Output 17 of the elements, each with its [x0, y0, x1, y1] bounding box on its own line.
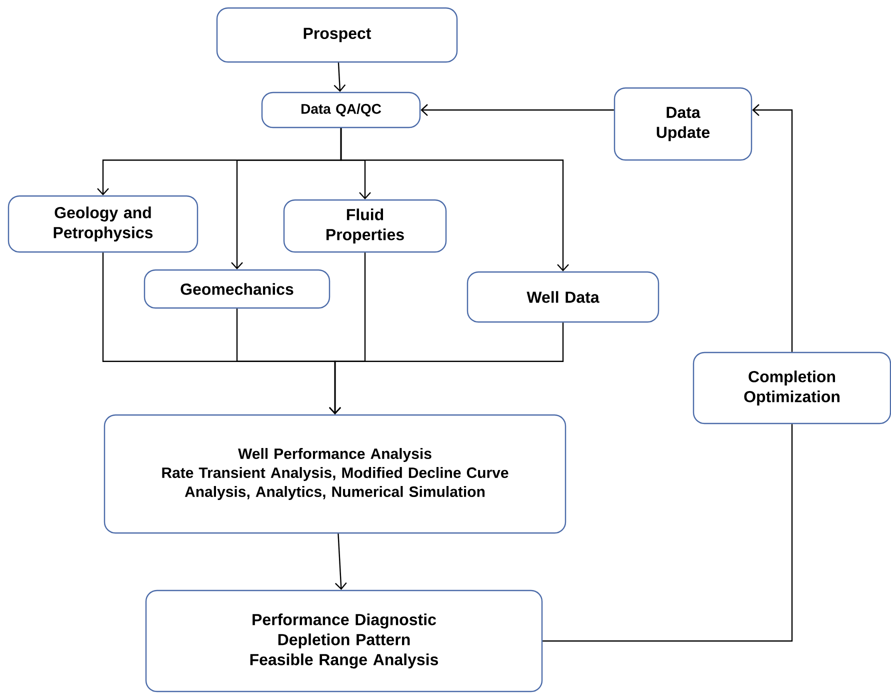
- process-box: Fluid Properties: [283, 199, 447, 253]
- connector-line: [542, 424, 793, 642]
- process-box: Well Performance Analysis Rate Transient Analysis, Modified Decline Curve Analysis, Analytics, Numerical Simulation: [104, 414, 566, 534]
- arrow: [340, 128, 569, 272]
- process-box: Prospect: [216, 7, 458, 63]
- process-box: Performance Diagnostic Depletion Pattern Feasible Range Analysis: [145, 590, 543, 692]
- process-box: Data Update: [614, 87, 752, 161]
- arrow: [334, 62, 346, 92]
- arrow: [334, 534, 347, 590]
- process-box: Data QA/QC: [261, 92, 421, 128]
- arrow: [752, 104, 793, 352]
- process-box: Completion Optimization: [692, 352, 891, 424]
- process-box: Well Data: [466, 271, 660, 323]
- arrow: [420, 104, 614, 116]
- arrow: [329, 322, 564, 414]
- process-box: Geology and Petrophysics: [8, 195, 198, 253]
- process-box: Geomechanics: [144, 269, 330, 309]
